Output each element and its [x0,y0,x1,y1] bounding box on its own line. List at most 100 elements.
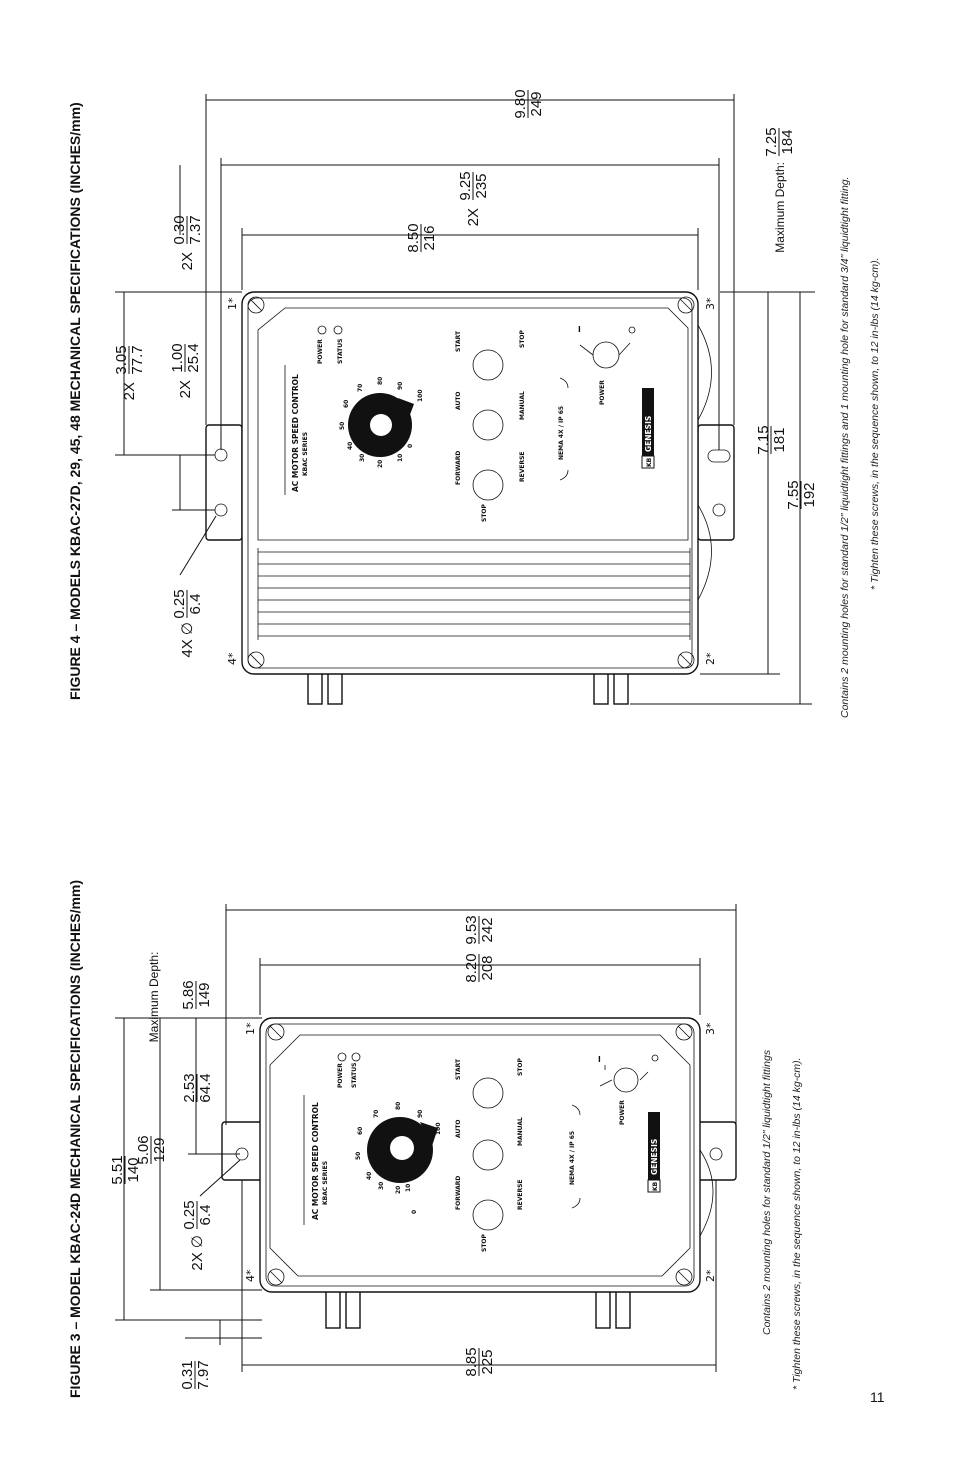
svg-text:KB: KB [646,457,653,467]
fig4-dim-8.50: 8.50 216 [405,223,438,252]
stop-label: STOP [519,329,526,348]
dial-40: 40 [366,1172,373,1180]
fig3-dim-5.06: 5.06 129 [135,1135,168,1164]
svg-text:9.80: 9.80 [512,89,529,118]
svg-text:0.25: 0.25 [181,1200,198,1229]
corner-label-4: 4* [226,652,239,665]
svg-text:7.25: 7.25 [763,127,780,156]
corner-label-4: 4* [244,1269,257,1282]
svg-text:2.53: 2.53 [181,1073,198,1102]
corner-screw [675,1023,693,1041]
reverse-label: REVERSE [519,451,526,482]
fig4-note-2: * Tighten these screws, in the sequence … [869,257,881,590]
figure4-caption: FIGURE 4 – MODELS KBAC-27D, 29, 45, 48 M… [67,102,83,700]
svg-text:249: 249 [528,91,545,116]
corner-screw [677,651,695,669]
svg-text:0.25: 0.25 [171,589,188,618]
fig3-dim-5.51: 5.51 140 [109,1155,142,1184]
manual-label: MANUAL [517,1117,524,1146]
corner-label-3: 3* [704,297,717,310]
led-status-label: STATUS [351,1063,358,1088]
svg-text:208: 208 [479,955,496,980]
dial-90: 90 [417,1110,424,1118]
dial-100: 100 [435,1122,442,1135]
auto-label: AUTO [455,1119,462,1138]
dial-100: 100 [417,389,424,402]
dial-80: 80 [377,377,384,385]
dial-60: 60 [357,1127,364,1135]
svg-text:2X: 2X [465,208,482,226]
svg-text:8.50: 8.50 [405,223,422,252]
svg-text:7.97: 7.97 [195,1360,212,1389]
svg-text:129: 129 [151,1137,168,1162]
svg-text:7.15: 7.15 [755,425,772,454]
start-label: START [455,1058,462,1080]
reverse-label: REVERSE [517,1179,524,1210]
speed-dial [367,1117,438,1183]
fig4-dim-3.05: 2X 3.05 77.7 [113,345,146,400]
svg-text:GENESIS: GENESIS [644,416,653,452]
fig4-max-depth: Maximum Depth: 7.25 184 [763,127,796,252]
svg-text:0.30: 0.30 [171,215,188,244]
svg-text:6.4: 6.4 [187,594,204,615]
fig3-dim-8.85: 8.85 225 [463,1347,496,1376]
svg-text:8.85: 8.85 [463,1347,480,1376]
fig3-dim-9.53: 9.53 242 [463,915,496,944]
svg-text:140: 140 [125,1157,142,1182]
fig3-dim-2.53: 2.53 64.4 [181,1073,214,1102]
fig4-dim-9.25: 2X 9.25 235 [457,171,490,226]
led-power-label: POWER [337,1063,344,1088]
start-stop-button [472,1077,504,1109]
dial-80: 80 [395,1102,402,1110]
svg-text:KB: KB [652,1181,659,1191]
page-number: 11 [870,1389,885,1405]
svg-text:Maximum Depth:: Maximum Depth: [773,162,787,253]
fig4-dim-7.15: 7.15 181 [755,425,788,454]
fig3-max-depth: Maximum Depth: 5.86 149 [147,952,213,1043]
dial-70: 70 [373,1110,380,1118]
svg-text:242: 242 [479,917,496,942]
svg-text:9.25: 9.25 [457,171,474,200]
svg-text:225: 225 [479,1349,496,1374]
forward-reverse-button [472,469,504,501]
svg-text:2X: 2X [179,252,196,270]
dial-20: 20 [377,460,384,468]
auto-label: AUTO [455,391,462,410]
corner-screw [247,296,265,314]
svg-text:8.20: 8.20 [463,953,480,982]
dial-70: 70 [357,384,364,392]
corner-screw [267,1268,285,1286]
switch-on-label: I [598,1055,601,1064]
dial-10: 10 [397,454,404,462]
figure4-drawing: AC MOTOR SPEED CONTROL KBAC SERIES POWER… [115,94,815,705]
dial-0: 0 [407,444,414,448]
svg-text:64.4: 64.4 [197,1073,214,1102]
svg-text:235: 235 [473,173,490,198]
fig4-dim-1.00: 2X 1.00 25.4 [169,343,202,398]
dial-0: 0 [411,1210,418,1214]
mounting-slot [707,449,731,463]
mounting-hole [709,1147,723,1161]
genesis-logo: GENESIS KB [641,388,655,469]
fig3-dim-0.31: 0.31 7.97 [179,1360,212,1389]
svg-text:181: 181 [771,427,788,452]
svg-text:6.4: 6.4 [197,1205,214,1226]
corner-screw [247,651,265,669]
led-status-label: STATUS [337,339,344,364]
svg-text:GENESIS: GENESIS [650,1139,659,1175]
svg-text:9.53: 9.53 [463,915,480,944]
corner-label-2: 2* [704,1269,717,1282]
corner-label-3: 3* [704,1022,717,1035]
panel-title: AC MOTOR SPEED CONTROL [291,374,300,492]
svg-text:25.4: 25.4 [185,343,202,372]
svg-text:5.51: 5.51 [109,1155,126,1184]
fig3-note-1: Contains 2 mounting holes for standard 1… [761,1049,773,1335]
power-label: POWER [619,1100,626,1125]
svg-text:2X: 2X [177,380,194,398]
svg-text:4X ∅: 4X ∅ [179,622,196,658]
corner-label-1: 1* [226,297,239,310]
forward-label: FORWARD [455,451,462,485]
svg-text:149: 149 [196,982,213,1007]
speed-dial [348,393,414,457]
